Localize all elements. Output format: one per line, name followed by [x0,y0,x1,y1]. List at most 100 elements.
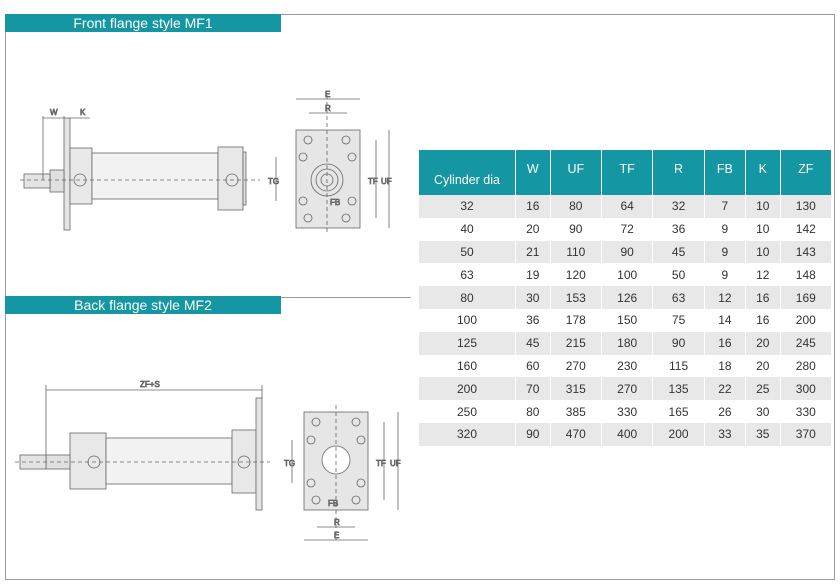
table-cell: 12 [756,267,770,282]
table-cell: 80 [419,286,515,309]
back-flange-side-view [15,385,270,511]
front-flange-side-view [20,116,260,231]
table-cell: 16 [704,331,745,355]
table-cell: 26 [718,404,732,419]
table-cell: 32 [419,195,515,218]
table-cell: 45 [653,240,704,264]
table-cell: 400 [601,422,653,446]
table-cell: 19 [526,267,540,282]
table-cell: 120 [565,267,586,282]
dim-label-zf-s: ZF+S [140,380,160,389]
dim-label-tg: TG [268,177,279,186]
header-cylinder-dia: Cylinder dia [419,150,515,195]
table-cell: 470 [550,422,601,446]
table-cell: 250 [456,404,478,419]
table-cell: 36 [526,313,540,328]
table-cell: 180 [601,331,653,355]
front-flange-end-view [275,95,390,235]
table-cell: 160 [456,358,478,373]
header-k: K [745,150,780,195]
dim-label-tf-2: TF [376,459,386,468]
table-cell: 20 [756,358,770,373]
table-cell: 315 [550,377,601,401]
table-cell: 330 [795,404,816,419]
dim-label-r-2: R [334,518,340,527]
dim-label-fb: FB [330,198,340,207]
table-cell: 20 [526,222,540,237]
table-cell: 230 [617,358,638,373]
table-cell: 33 [704,422,745,446]
table-cell: 10 [756,222,770,237]
table-cell: 9 [721,222,729,237]
table-cell: 20 [745,331,780,355]
dim-label-w: W [50,108,58,117]
table-cell: 10 [745,240,780,264]
table-cell: 245 [780,331,831,355]
table-cell: 70 [516,377,550,401]
header-zf: ZF [780,150,831,195]
table-cell: 45 [516,331,550,355]
table-cell: 142 [795,222,816,237]
table-cell: 30 [756,404,770,419]
section-title-back-flange: Back flange style MF2 [5,296,281,314]
table-cell: 63 [460,267,474,282]
table-cell: 63 [653,286,704,309]
table-cell: 370 [780,422,831,446]
table-cell: 126 [601,286,653,309]
header-w: W [516,150,550,195]
table-cell: 153 [550,286,601,309]
table-cell: 72 [620,222,634,237]
section-title-front-flange: Front flange style MF1 [5,14,281,32]
table-cell: 330 [617,404,638,419]
table-cell: 64 [601,195,653,218]
dim-label-fb-2: FB [328,499,338,508]
table-header-row: Cylinder dia W UF TF R FB K ZF [419,150,831,195]
table-cell: 270 [565,358,586,373]
dim-label-uf: UF [381,177,392,186]
header-r: R [653,150,704,195]
table-cell: 90 [569,222,583,237]
table-cell: 16 [756,313,770,328]
table-cell: 9 [704,240,745,264]
table-cell: 22 [704,377,745,401]
table-cell: 80 [526,404,540,419]
table-cell: 110 [550,240,601,264]
table-cell: 115 [669,358,689,373]
table-cell: 75 [671,313,686,328]
back-flange-end-view [291,405,399,541]
table-cell: 178 [565,313,586,328]
table-cell: 270 [601,377,653,401]
divider [281,297,411,298]
dim-label-e-2: E [334,531,339,540]
table-cell: 90 [601,240,653,264]
table-cell: 169 [780,286,831,309]
dim-label-k: K [80,108,86,117]
table-cell: 143 [780,240,831,264]
table-cell: 130 [780,195,831,218]
table-cell: 80 [550,195,601,218]
header-uf: UF [550,150,601,195]
table-cell: 30 [516,286,550,309]
table-cell: 200 [795,313,816,328]
table-cell: 90 [516,422,550,446]
table-cell: 320 [419,422,515,446]
dim-label-uf-2: UF [390,459,401,468]
table-cell: 10 [745,195,780,218]
table-cell: 50 [671,267,686,282]
table-cell: 150 [617,313,638,328]
table-cell: 385 [565,404,586,419]
header-tf: TF [601,150,653,195]
table-cell: 12 [704,286,745,309]
table-cell: 14 [718,313,732,328]
table-cell: 280 [795,358,816,373]
